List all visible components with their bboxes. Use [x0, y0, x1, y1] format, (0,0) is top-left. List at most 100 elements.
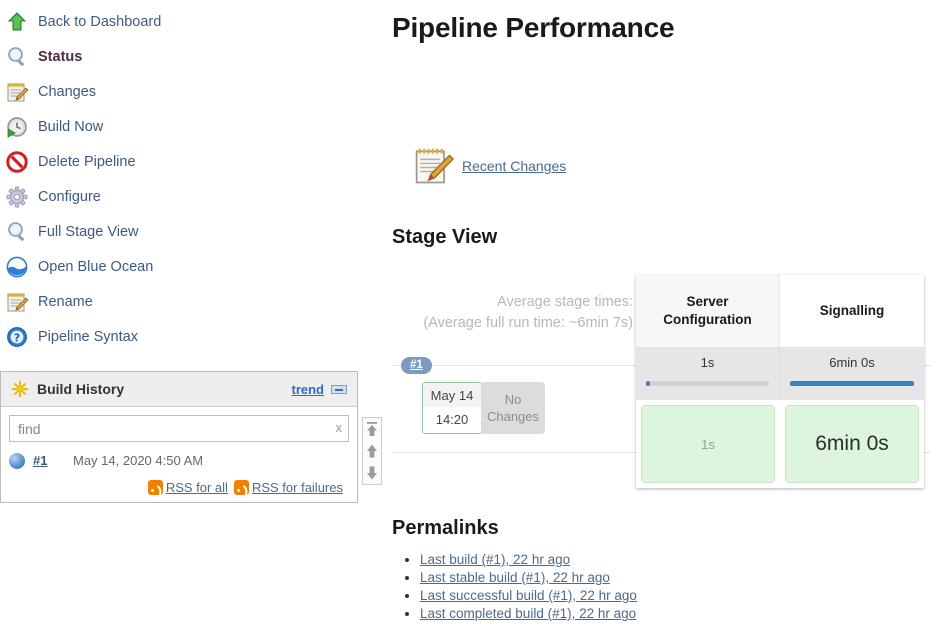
- sidebar-item-delete-pipeline[interactable]: Delete Pipeline: [0, 144, 385, 179]
- stage-duration: 1s: [641, 405, 775, 483]
- sidebar-item-label: Configure: [38, 188, 101, 205]
- stage-average-bar-fill: [790, 381, 914, 386]
- clear-find-icon[interactable]: x: [335, 420, 343, 435]
- sidebar-item-label: Back to Dashboard: [38, 13, 162, 30]
- sidebar-item-build-now[interactable]: Build Now: [0, 109, 385, 144]
- sidebar-item-label: Rename: [38, 293, 93, 310]
- stage-average-signalling: 6min 0s: [780, 348, 924, 400]
- find-row: x: [9, 415, 349, 442]
- up-arrow-icon: [5, 10, 29, 34]
- sidebar-item-configure[interactable]: Configure: [0, 179, 385, 214]
- svg-text:?: ?: [14, 331, 20, 344]
- average-stage-times-label: Average stage times: (Average full run t…: [419, 292, 633, 334]
- stage-average-value: 1s: [700, 355, 715, 370]
- sidebar-item-label: Open Blue Ocean: [38, 258, 154, 275]
- build-number-link[interactable]: #1: [33, 453, 48, 468]
- stage-view: Average stage times: (Average full run t…: [392, 271, 949, 501]
- magnifier-icon: [5, 220, 29, 244]
- build-history-body: x #1 May 14, 2020 4:50 AM: [1, 407, 357, 472]
- average-line-1: Average stage times:: [497, 294, 633, 310]
- build-datetime-cell[interactable]: May 14 14:20: [422, 382, 482, 434]
- recent-changes-block: Recent Changes: [392, 144, 949, 188]
- permalink-last-build[interactable]: Last build (#1), 22 hr ago: [420, 552, 571, 567]
- build-history-find-input[interactable]: [9, 415, 349, 442]
- list-item: Last completed build (#1), 22 hr ago: [420, 606, 949, 621]
- stage-cell-server-configuration[interactable]: 1s: [636, 400, 780, 488]
- recent-changes-link[interactable]: Recent Changes: [462, 158, 567, 174]
- stage-build-row: 1s 6min 0s: [636, 400, 924, 488]
- stage-average-server-configuration: 1s: [636, 348, 780, 400]
- permalinks-section: Permalinks Last build (#1), 22 hr ago La…: [392, 517, 949, 621]
- stage-header-signalling[interactable]: Signalling: [780, 275, 924, 348]
- build-history-footer: RSS for all RSS for failures: [1, 472, 357, 502]
- build-list: #1 May 14, 2020 4:50 AM: [9, 449, 349, 472]
- sidebar-item-open-blue-ocean[interactable]: Open Blue Ocean: [0, 249, 385, 284]
- stage-average-value: 6min 0s: [829, 355, 875, 370]
- rss-for-failures-link[interactable]: RSS for failures: [251, 480, 343, 495]
- sidebar: Back to Dashboard Status: [0, 0, 385, 627]
- clock-play-icon: [5, 115, 29, 139]
- sidebar-item-status[interactable]: Status: [0, 39, 385, 74]
- scroll-to-top-icon[interactable]: [365, 421, 379, 437]
- build-history-header: Build History trend: [1, 372, 357, 407]
- build-history-title: Build History: [37, 381, 125, 397]
- trend-link[interactable]: trend: [291, 381, 325, 397]
- scroll-up-icon[interactable]: [365, 443, 379, 459]
- build-changes-cell[interactable]: No Changes: [481, 382, 545, 434]
- permalink-last-completed-build[interactable]: Last completed build (#1), 22 hr ago: [420, 606, 637, 621]
- sidebar-item-pipeline-syntax[interactable]: ? Pipeline Syntax: [0, 319, 385, 354]
- sidebar-item-rename[interactable]: Rename: [0, 284, 385, 319]
- stage-duration: 6min 0s: [785, 405, 919, 483]
- sidebar-item-changes[interactable]: Changes: [0, 74, 385, 109]
- sidebar-item-label: Delete Pipeline: [38, 153, 136, 170]
- sun-icon: [11, 380, 29, 398]
- build-status-ball-icon: [9, 452, 25, 469]
- build-number[interactable]: #1: [33, 453, 73, 468]
- rss-icon: [233, 480, 249, 495]
- collapse-toggle-icon[interactable]: [331, 384, 347, 394]
- task-list: Back to Dashboard Status: [0, 0, 385, 354]
- build-history-scroll-controls[interactable]: [362, 417, 382, 485]
- notepad-pencil-icon: [5, 290, 29, 314]
- page-title: Pipeline Performance: [392, 12, 675, 43]
- build-date: May 14, 2020 4:50 AM: [73, 453, 204, 468]
- stage-table: Server Configuration Signalling 1s 6min …: [636, 275, 924, 488]
- build-date-label: May 14: [423, 383, 481, 407]
- gear-icon: [5, 185, 29, 209]
- rss-icon: [147, 480, 163, 495]
- rss-for-all-link[interactable]: RSS for all: [165, 480, 228, 495]
- build-time-label: 14:20: [435, 412, 469, 427]
- sidebar-item-label: Build Now: [38, 118, 104, 135]
- stage-average-bar-fill: [646, 381, 650, 386]
- permalinks-list: Last build (#1), 22 hr ago Last stable b…: [392, 552, 949, 621]
- blue-ocean-icon: [5, 255, 29, 279]
- permalink-last-stable-build[interactable]: Last stable build (#1), 22 hr ago: [420, 570, 610, 585]
- no-entry-icon: [5, 150, 29, 174]
- list-item: Last successful build (#1), 22 hr ago: [420, 588, 949, 603]
- sidebar-item-label: Changes: [38, 83, 97, 100]
- stage-cell-signalling[interactable]: 6min 0s: [780, 400, 924, 488]
- build-badge[interactable]: #1: [401, 357, 432, 374]
- sidebar-item-full-stage-view[interactable]: Full Stage View: [0, 214, 385, 249]
- sidebar-item-label: Pipeline Syntax: [38, 328, 138, 345]
- main-content: Pipeline Performance: [392, 0, 949, 627]
- question-mark-icon: ?: [5, 325, 29, 349]
- stage-header-server-configuration[interactable]: Server Configuration: [636, 275, 780, 348]
- permalinks-heading: Permalinks: [392, 517, 499, 539]
- build-meta-cells: May 14 14:20 No Changes: [422, 382, 545, 434]
- stage-average-bar-track: [790, 381, 914, 386]
- average-line-2: (Average full run time: ~6min 7s): [423, 315, 633, 331]
- stage-view-heading: Stage View: [392, 226, 498, 248]
- permalink-last-successful-build[interactable]: Last successful build (#1), 22 hr ago: [420, 588, 637, 603]
- build-history-panel: Build History trend x #1 May 14, 2: [0, 371, 358, 503]
- stage-header-row: Server Configuration Signalling: [636, 275, 924, 348]
- sidebar-item-back-to-dashboard[interactable]: Back to Dashboard: [0, 4, 385, 39]
- notepad-pencil-icon: [412, 144, 456, 188]
- list-item: Last stable build (#1), 22 hr ago: [420, 570, 949, 585]
- list-item[interactable]: #1 May 14, 2020 4:50 AM: [9, 449, 349, 472]
- scroll-down-icon[interactable]: [365, 465, 379, 481]
- magnifier-icon: [5, 45, 29, 69]
- notepad-pencil-icon: [5, 80, 29, 104]
- sidebar-item-label: Full Stage View: [38, 223, 139, 240]
